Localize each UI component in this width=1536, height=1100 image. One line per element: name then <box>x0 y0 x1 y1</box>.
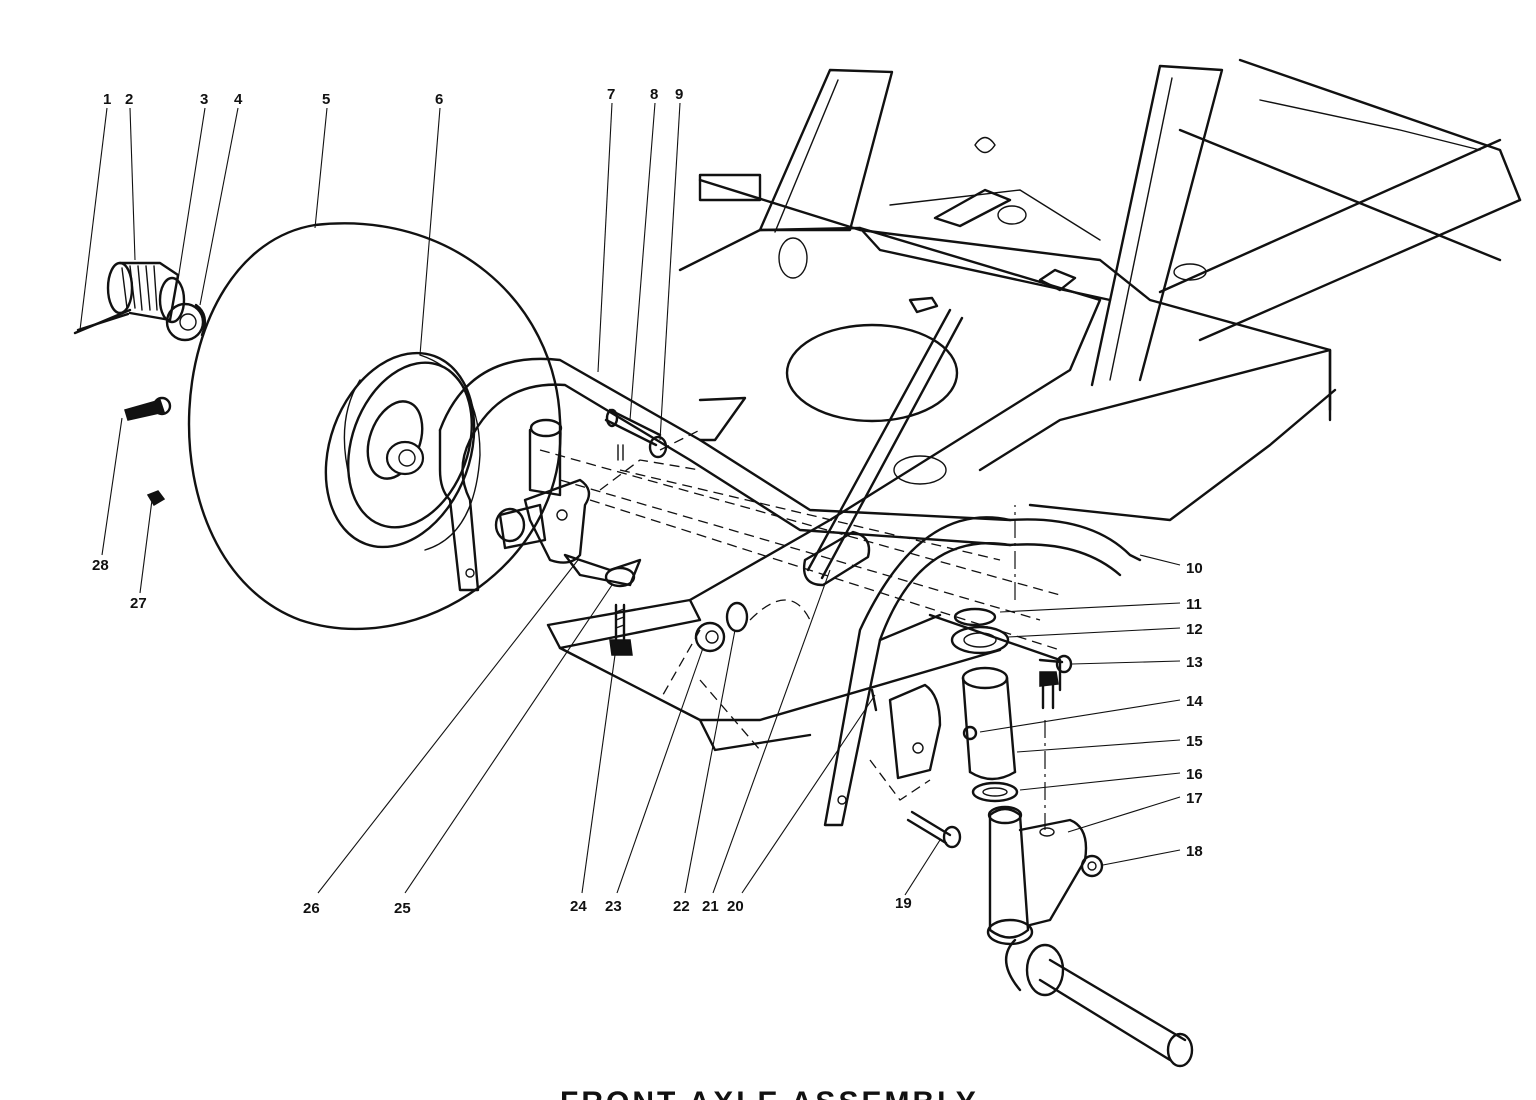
callout-22: 22 <box>673 898 690 915</box>
callout-25: 25 <box>394 900 411 917</box>
callout-5: 5 <box>322 91 330 108</box>
callout-19: 19 <box>895 895 912 912</box>
left-spindle-assembly <box>494 418 642 656</box>
callout-4: 4 <box>234 91 243 108</box>
front-axle-beam <box>438 357 1142 827</box>
callout-16: 16 <box>1186 766 1203 783</box>
callout-17: 17 <box>1186 790 1203 807</box>
callout-26: 26 <box>303 900 320 917</box>
callout-7: 7 <box>607 86 615 103</box>
callout-8: 8 <box>650 86 658 103</box>
leader-lines <box>79 102 1181 896</box>
callout-13: 13 <box>1186 654 1203 671</box>
callout-23: 23 <box>605 898 622 915</box>
callout-27: 27 <box>130 595 147 612</box>
callout-11: 11 <box>1186 596 1202 613</box>
callout-20: 20 <box>727 898 744 915</box>
hub-cap-and-bearings <box>73 261 207 507</box>
pivot-bolt <box>604 408 668 461</box>
wheel-rim <box>324 351 481 551</box>
callout-10: 10 <box>1186 560 1203 577</box>
callout-labels: 1 2 3 4 5 6 7 8 9 10 11 12 13 14 15 16 1… <box>92 86 1203 917</box>
tractor-frame <box>546 58 1522 752</box>
callout-1: 1 <box>103 91 111 108</box>
callout-15: 15 <box>1186 733 1203 750</box>
callout-2: 2 <box>125 91 133 108</box>
callout-28: 28 <box>92 557 109 574</box>
callout-12: 12 <box>1186 621 1203 638</box>
diagram-title: FRONT AXLE ASSEMBLY <box>560 1086 979 1100</box>
wheel-tire <box>187 222 562 631</box>
callout-14: 14 <box>1186 693 1203 710</box>
callout-24: 24 <box>570 898 587 915</box>
callout-21: 21 <box>702 898 719 915</box>
callout-3: 3 <box>200 91 208 108</box>
center-pivot-nut <box>694 601 749 653</box>
hidden-lines <box>539 429 1061 830</box>
right-spindle-assembly <box>870 607 1194 1068</box>
callout-6: 6 <box>435 91 443 108</box>
callout-18: 18 <box>1186 843 1203 860</box>
callout-9: 9 <box>675 86 683 103</box>
